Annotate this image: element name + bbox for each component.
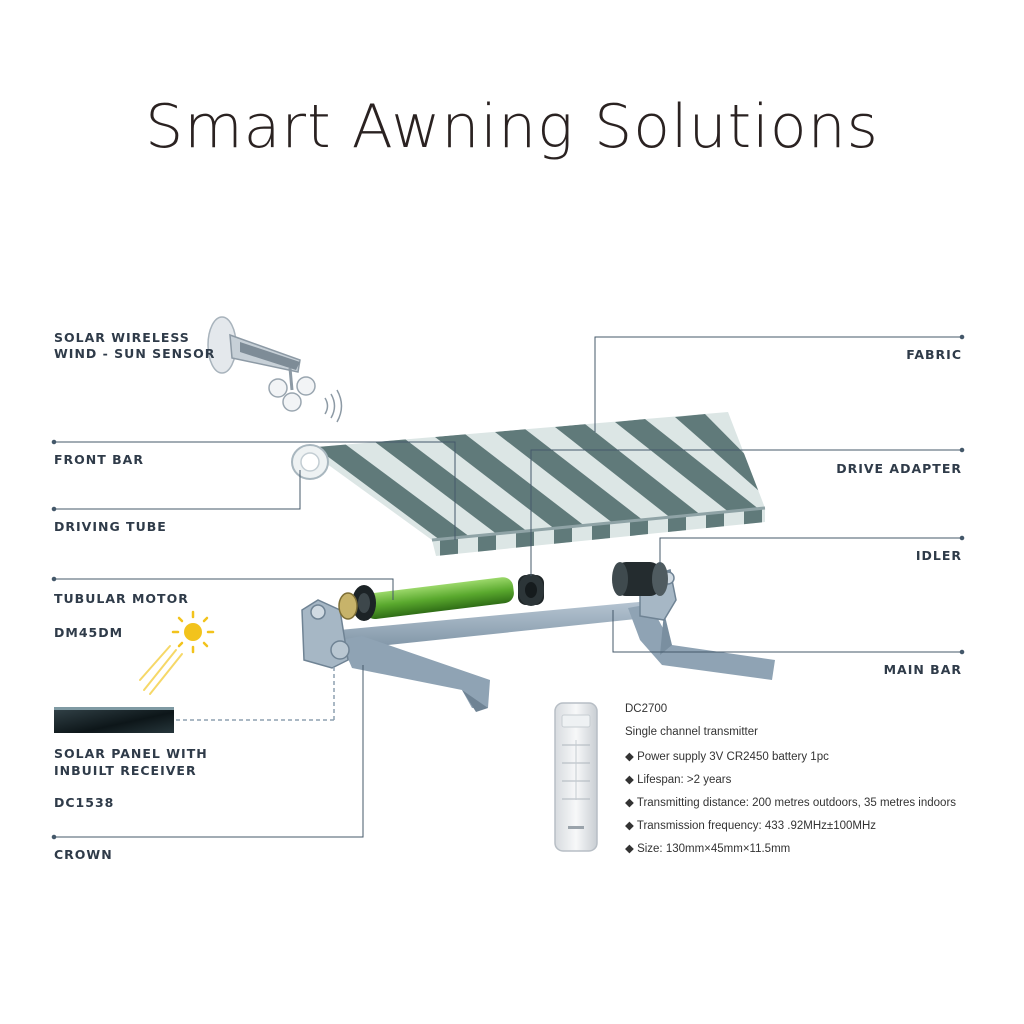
wind-sun-sensor-part	[207, 316, 343, 423]
label-tubular-motor: TUBULAR MOTOR	[54, 591, 189, 606]
label-crown: CROWN	[54, 847, 113, 862]
spec-text: Transmitting distance: 200 metres outdoo…	[636, 797, 957, 809]
label-sensor-line2: WIND - SUN SENSOR	[54, 346, 216, 361]
label-sensor-line1: SOLAR WIRELESS	[54, 330, 190, 345]
idler-part	[612, 562, 668, 596]
label-front-bar: FRONT BAR	[54, 452, 144, 467]
label-fabric: FABRIC	[906, 347, 962, 362]
label-idler: IDLER	[915, 548, 962, 563]
label-motor-model: DM45DM	[54, 625, 124, 640]
page-title: Smart Awning Solutions	[145, 92, 879, 162]
spec-text: Lifespan: >2 years	[637, 774, 732, 786]
fabric-stripes	[315, 414, 765, 540]
leader-lines	[51, 334, 965, 840]
spec-text: Transmission frequency: 433 .92MHz±100MH…	[636, 820, 877, 832]
sun-icon	[139, 610, 215, 695]
label-main-bar: MAIN BAR	[883, 662, 962, 677]
spec-item: ◆ Transmission frequency: 433 .92MHz±100…	[625, 818, 876, 832]
bullet-icon: ◆	[625, 751, 634, 763]
label-drive-adapter: DRIVE ADAPTER	[836, 461, 962, 476]
spec-text: Power supply 3V CR2450 battery 1pc	[637, 751, 829, 763]
bullet-icon: ◆	[625, 797, 634, 809]
label-solar-panel-model: DC1538	[54, 795, 115, 810]
label-solar-panel-line1: SOLAR PANEL WITH	[54, 746, 208, 761]
label-driving-tube: DRIVING TUBE	[54, 519, 167, 534]
bullet-icon: ◆	[625, 820, 634, 832]
label-solar-panel-line2: INBUILT RECEIVER	[54, 763, 197, 778]
spec-item: ◆ Size: 130mm×45mm×11.5mm	[625, 841, 790, 855]
transmitter-description: Single channel transmitter	[625, 726, 758, 738]
bullet-icon: ◆	[625, 774, 634, 786]
solar-panel-part	[54, 665, 335, 733]
transmitter-model: DC2700	[625, 703, 668, 715]
drive-adapter-part	[518, 574, 544, 606]
spec-text: Size: 130mm×45mm×11.5mm	[637, 843, 791, 855]
bullet-icon: ◆	[625, 843, 634, 855]
spec-item: ◆ Lifespan: >2 years	[625, 772, 731, 786]
remote-transmitter-part	[554, 702, 598, 852]
spec-item: ◆ Transmitting distance: 200 metres outd…	[625, 795, 956, 809]
spec-item: ◆ Power supply 3V CR2450 battery 1pc	[625, 749, 829, 763]
tubular-motor-part	[338, 577, 514, 621]
